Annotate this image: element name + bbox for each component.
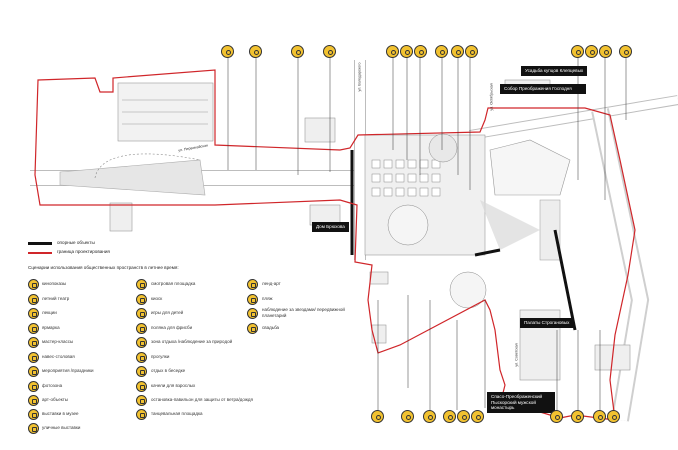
photo-icon [28, 381, 39, 392]
tree-icon [465, 45, 478, 58]
legend-item: свадьба [262, 325, 280, 330]
stargazing-icon [247, 308, 258, 319]
legend-item: уличные выставки [42, 425, 81, 430]
legend-item: мастер-классы [42, 339, 74, 344]
sun-icon [607, 410, 620, 423]
support-objects [350, 150, 577, 331]
label-usadba: Усадьба купцов Клепцевых [521, 66, 588, 76]
swing-icon [136, 381, 147, 392]
swing-icon [443, 410, 456, 423]
legend-item: поляна для фрисби [151, 325, 193, 330]
lecture-icon [28, 308, 39, 319]
tower-icon [599, 45, 612, 58]
central-square [364, 133, 487, 309]
playground-icon [386, 45, 399, 58]
wedding-icon [247, 323, 258, 334]
playground-icon [136, 308, 147, 319]
parking-lot [117, 82, 214, 142]
legend-item: выставки в музее [42, 411, 79, 416]
pin-stems [227, 58, 627, 410]
legend-item: отдых в беседке [151, 368, 186, 373]
legend-item: арт-объекты [42, 397, 69, 402]
legend-item: наблюдение за звездами/ передвижной план… [262, 307, 345, 318]
kiosk-icon [136, 294, 147, 305]
legend-item: кинопоказы [42, 281, 67, 286]
kiosk-icon [323, 45, 336, 58]
street-sovetskaya: ул. Советская [514, 343, 519, 367]
scenario-title: Сценарии использования общественных прос… [28, 265, 179, 270]
sun-icon [619, 45, 632, 58]
photo-icon [435, 45, 448, 58]
roads [30, 60, 678, 422]
frisbee-icon [136, 323, 147, 334]
beach-icon [247, 294, 258, 305]
legend-item: фотозона [42, 383, 63, 388]
legend-item: ярмарка [42, 325, 60, 330]
legend-item: навес-столовая [42, 354, 75, 359]
star-icon [593, 410, 606, 423]
dance-icon [471, 410, 484, 423]
binoculars-icon [423, 410, 436, 423]
art-icon [28, 395, 39, 406]
label-monastyr: Спасо-Преображенский Пыскорский мужской … [487, 392, 555, 413]
bench-icon [585, 45, 598, 58]
film-icon [28, 279, 39, 290]
binoculars-icon [136, 279, 147, 290]
event-icon [371, 410, 384, 423]
nature-icon [136, 337, 147, 348]
binoculars-icon [571, 45, 584, 58]
celebration-icon [28, 366, 39, 377]
street-volodarskogo: ул. Володарского [357, 62, 362, 92]
legend-item: летний театр [42, 296, 70, 301]
event-icon [221, 45, 234, 58]
legend-item: прогулки [151, 354, 170, 359]
legend-item: качели для взрослых [151, 383, 196, 388]
label-palaty: Палаты Строгановых [520, 318, 574, 328]
star-icon [249, 45, 262, 58]
dance-icon [136, 409, 147, 420]
label-sobor: Собор Преображения Господня [500, 84, 586, 94]
bench-icon [401, 410, 414, 423]
walk-icon [136, 352, 147, 363]
museum-icon [28, 409, 39, 420]
workshop-icon [28, 337, 39, 348]
legend-item: смотровая площадка [151, 281, 196, 286]
location-icon [451, 45, 464, 58]
land-art-icon [247, 279, 258, 290]
flag-icon [414, 45, 427, 58]
exhibition-icon [28, 423, 39, 434]
legend-item: мероприятия /праздники [42, 368, 94, 373]
street-oktyabrskaya: ул. Октябрьская [489, 83, 494, 111]
walk-icon [571, 410, 584, 423]
legend-item: ленд-арт [262, 281, 281, 286]
pin-icon [400, 45, 413, 58]
gazebo-icon [136, 366, 147, 377]
legend-support-line [28, 242, 52, 245]
legend-boundary-text: граница проектирования [57, 249, 110, 254]
legend-support-text: опорные объекты [57, 240, 95, 245]
fair-icon [28, 323, 39, 334]
legend-item: лекции [42, 310, 57, 315]
legend-item: игры для детей [151, 310, 184, 315]
museum-icon [457, 410, 470, 423]
theater-icon [28, 294, 39, 305]
legend-item: танцевальная площадка [151, 411, 203, 416]
shelter-icon [136, 395, 147, 406]
legend-item: зона отдыха /наблюдение за природой [151, 339, 233, 344]
legend-item: киоск [151, 296, 163, 301]
legend-item: пляж [262, 296, 273, 301]
parking-icon [291, 45, 304, 58]
canteen-icon [28, 352, 39, 363]
legend-boundary-line [28, 252, 52, 254]
label-dom-bryukhova: Дом Брюхова [312, 222, 349, 232]
music-icon [550, 410, 563, 423]
legend-item: остановка-павильон для защиты от ветра/д… [151, 397, 253, 402]
cathedral [480, 139, 571, 261]
